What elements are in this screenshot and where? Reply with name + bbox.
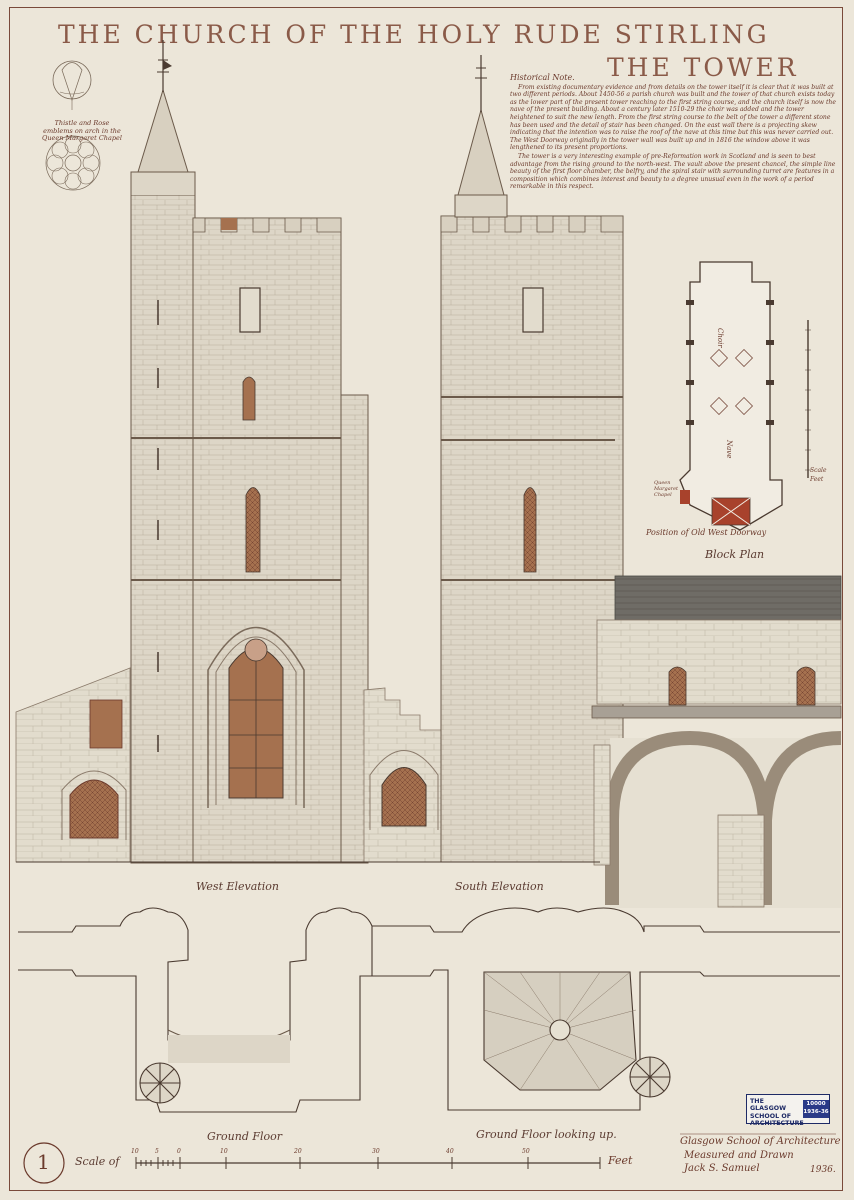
credits-measured: Measured and Drawn	[684, 1150, 794, 1161]
stamp-line: SCHOOL OF	[750, 1112, 791, 1120]
scale-label: Scale of	[75, 1155, 120, 1168]
sheet-number-circle	[23, 1142, 65, 1184]
block-plan	[679, 261, 811, 531]
ground-floor-plan	[18, 907, 373, 1113]
old-west-doorway-note: Position of Old West Doorway	[646, 528, 767, 537]
thistle-rose-emblem	[45, 60, 101, 191]
scale-bar	[23, 1142, 601, 1184]
south-elevation	[440, 55, 624, 863]
stamp-line: ARCHITECTURE	[750, 1120, 804, 1128]
sheet-border	[9, 7, 843, 1191]
scale-tick-label: 40	[446, 1148, 454, 1155]
historical-note-heading: Historical Note.	[510, 73, 575, 82]
credits-year: 1936.	[810, 1165, 836, 1175]
sheet-number: 1	[37, 1150, 50, 1174]
stamp-line: THE GLASGOW	[750, 1098, 787, 1113]
scale-tick-label: 0	[177, 1148, 181, 1155]
ground-floor-caption: Ground Floor	[207, 1130, 283, 1143]
emblem-caption: Thistle and Rose emblems on arch in the …	[42, 119, 122, 142]
credits-author: Jack S. Samuel	[684, 1163, 760, 1174]
archive-stamp-text: THE GLASGOW SCHOOL OF ARCHITECTURE	[750, 1098, 804, 1128]
scale-tick-label: 20	[294, 1148, 302, 1155]
block-plan-nave-label: Nave	[725, 440, 733, 459]
block-plan-scale-label: Scale Feet	[810, 467, 827, 483]
historical-note-paragraph: From existing documentary evidence and f…	[510, 83, 836, 152]
archive-stamp: THE GLASGOW SCHOOL OF ARCHITECTURE 10000…	[746, 1094, 830, 1127]
historical-note-paragraph: The tower is a very interesting example …	[510, 152, 836, 191]
block-plan-choir-label: Choir	[716, 328, 724, 348]
scale-tick-label: 5	[155, 1148, 159, 1155]
thistle-icon	[52, 60, 92, 110]
scale-tick-label: 10	[131, 1148, 139, 1155]
annex-window	[89, 699, 123, 749]
nave-section	[591, 575, 842, 908]
archive-stamp-number: 10000 1936-36	[803, 1100, 829, 1118]
scale-tick-label: 30	[372, 1148, 380, 1155]
scale-tick-label: 10	[220, 1148, 228, 1155]
drawing-subtitle: THE TOWER	[607, 53, 799, 82]
scale-tick-label: 50	[522, 1148, 530, 1155]
credits-school: Glasgow School of Architecture	[680, 1136, 841, 1147]
west-elevation	[15, 40, 449, 864]
west-elevation-caption: West Elevation	[196, 880, 279, 893]
block-plan-chapel-label: Queen Margaret Chapel	[654, 480, 679, 498]
ground-floor-looking-up-caption: Ground Floor looking up.	[476, 1128, 617, 1141]
block-plan-caption: Block Plan	[705, 548, 765, 561]
scale-unit: Feet	[608, 1154, 633, 1167]
ground-floor-looking-up-plan	[372, 907, 840, 1111]
rose-icon	[45, 135, 101, 191]
south-elevation-caption: South Elevation	[455, 880, 544, 893]
historical-note: Historical Note. From existing documenta…	[510, 74, 840, 192]
drawing-title: THE CHURCH OF THE HOLY RUDE STIRLING	[58, 20, 770, 49]
